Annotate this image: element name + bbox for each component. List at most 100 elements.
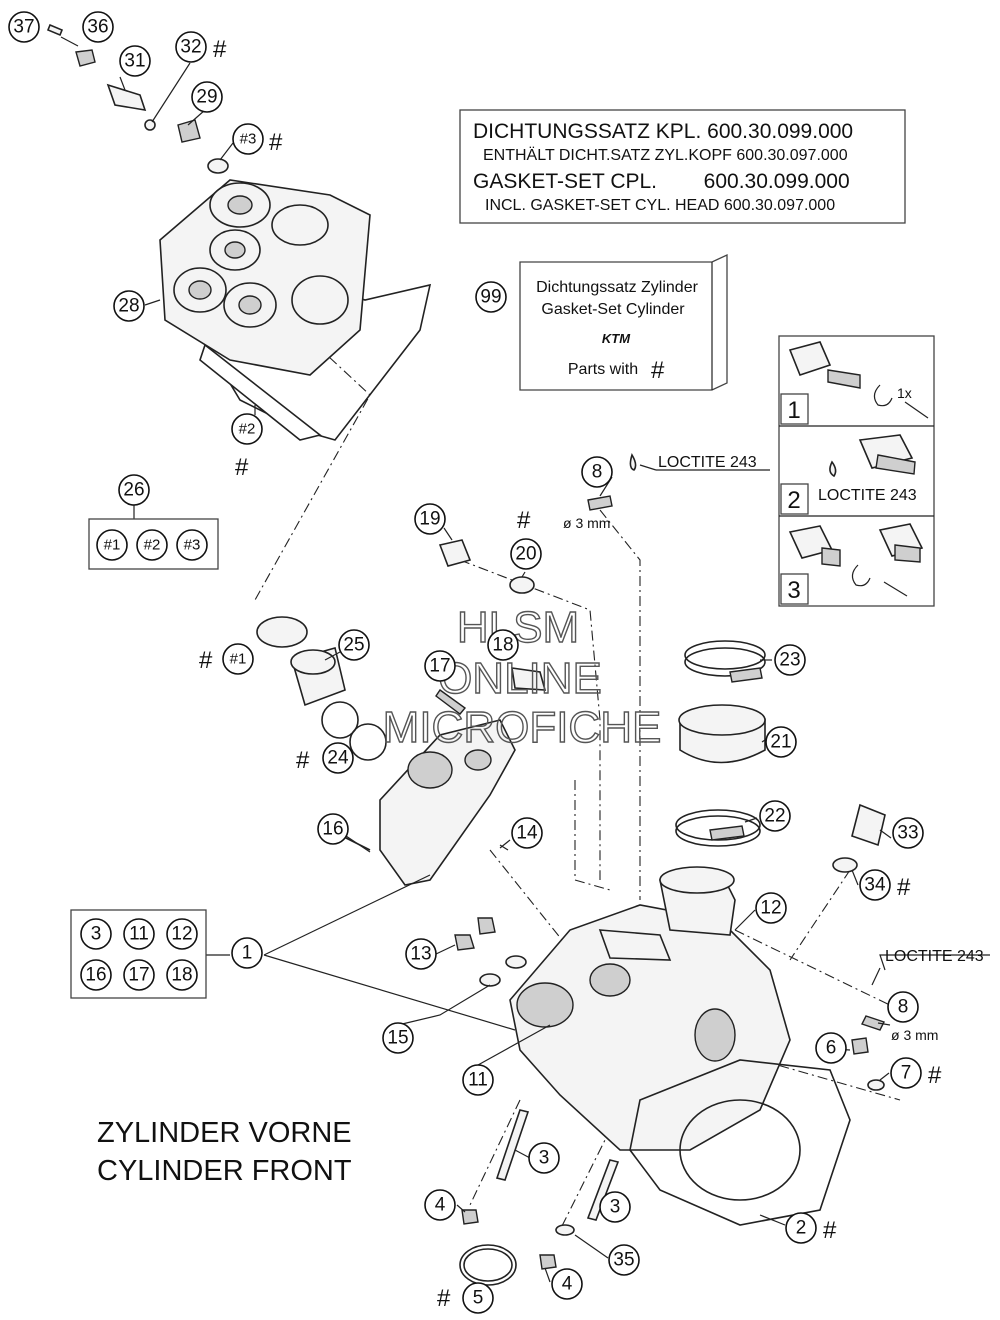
svg-text:19: 19 bbox=[419, 509, 440, 530]
svg-text:#3: #3 bbox=[240, 131, 257, 148]
valve-cover bbox=[159, 179, 432, 441]
callout-28: 28 bbox=[113, 290, 145, 322]
callout-12: 12 bbox=[755, 892, 787, 924]
seal-parts bbox=[256, 616, 387, 761]
callout-13: 13 bbox=[405, 938, 437, 970]
svg-text:8: 8 bbox=[898, 997, 909, 1018]
caption-line-2: CYLINDER FRONT bbox=[97, 1155, 352, 1187]
diameter-label-top: ø 3 mm bbox=[563, 515, 610, 531]
callout-34: 34 bbox=[859, 869, 891, 901]
callout-6: 6 bbox=[815, 1032, 847, 1064]
svg-text:4: 4 bbox=[562, 1274, 573, 1295]
kit-box-line1: Dichtungssatz Zylinder bbox=[536, 279, 699, 296]
svg-text:17: 17 bbox=[128, 965, 149, 986]
svg-text:33: 33 bbox=[897, 823, 918, 844]
step-2-text: LOCTITE 243 bbox=[818, 487, 917, 504]
callout-group-hash2: #2 bbox=[136, 529, 168, 561]
callout-31: 31 bbox=[119, 45, 151, 77]
hash-1: # bbox=[199, 647, 213, 674]
callout-2: 2 bbox=[785, 1212, 817, 1244]
ktm-logo: KTM bbox=[602, 331, 631, 346]
callout-17: 17 bbox=[424, 650, 456, 682]
gasket-box-line3: GASKET-SET CPL. 600.30.099.000 bbox=[473, 170, 850, 193]
kit-box-line2: Gasket-Set Cylinder bbox=[541, 301, 685, 318]
svg-text:5: 5 bbox=[473, 1288, 484, 1309]
callout-23: 23 bbox=[774, 644, 806, 676]
callout-15: 15 bbox=[382, 1022, 414, 1054]
hash-24: # bbox=[296, 747, 310, 774]
svg-text:31: 31 bbox=[124, 51, 145, 72]
step-2-label: 2 bbox=[787, 487, 800, 514]
svg-text:12: 12 bbox=[760, 898, 781, 919]
svg-text:29: 29 bbox=[196, 87, 217, 108]
svg-text:4: 4 bbox=[435, 1195, 446, 1216]
svg-text:3: 3 bbox=[91, 924, 102, 945]
callout-29: 29 bbox=[191, 81, 223, 113]
svg-text:1: 1 bbox=[242, 943, 253, 964]
svg-text:34: 34 bbox=[864, 875, 886, 896]
gasket-box-line1: DICHTUNGSSATZ KPL. 600.30.099.000 bbox=[473, 120, 853, 143]
callout-11: 11 bbox=[462, 1064, 494, 1096]
callout-group-hash3: #3 bbox=[176, 529, 208, 561]
callout-group-11: 11 bbox=[123, 918, 155, 950]
callout-group-18: 18 bbox=[166, 959, 198, 991]
callout-36: 36 bbox=[82, 11, 114, 43]
step-1-turn: 1x bbox=[897, 385, 912, 401]
svg-text:18: 18 bbox=[171, 965, 192, 986]
svg-text:7: 7 bbox=[901, 1063, 912, 1084]
callout-32: 32 bbox=[175, 31, 207, 63]
hash-2: # bbox=[235, 454, 249, 481]
callout-99: 99 bbox=[475, 281, 507, 313]
callout-14: 14 bbox=[511, 817, 543, 849]
svg-text:11: 11 bbox=[468, 1070, 488, 1091]
callout-19: 19 bbox=[414, 503, 446, 535]
hash-7: # bbox=[928, 1062, 942, 1089]
callout-22: 22 bbox=[759, 800, 791, 832]
svg-text:15: 15 bbox=[387, 1028, 408, 1049]
callout-20: 20 bbox=[510, 538, 542, 570]
hash-2b: # bbox=[823, 1217, 837, 1244]
hash-5: # bbox=[437, 1285, 451, 1312]
intake-parts bbox=[675, 640, 766, 847]
svg-text:16: 16 bbox=[85, 965, 106, 986]
svg-text:11: 11 bbox=[129, 924, 149, 945]
callout-group-3: 3 bbox=[80, 918, 112, 950]
gasket-box-line4: INCL. GASKET-SET CYL. HEAD 600.30.097.00… bbox=[485, 197, 835, 214]
callout-group-hash1: #1 bbox=[96, 529, 128, 561]
svg-text:28: 28 bbox=[118, 296, 139, 317]
callout-16: 16 bbox=[317, 813, 349, 845]
callout-5: 5 bbox=[462, 1282, 494, 1314]
loctite-step-panel: 1 2 3 1x LOCTITE 243 bbox=[778, 335, 935, 607]
svg-text:37: 37 bbox=[13, 17, 34, 38]
watermark-line-3: MICROFICHE bbox=[383, 703, 662, 752]
stud-parts bbox=[459, 1109, 620, 1286]
svg-text:6: 6 bbox=[826, 1038, 837, 1059]
callout-hash2-top: #2 bbox=[231, 413, 263, 445]
callout-24: 24 bbox=[322, 742, 354, 774]
callout-group-16: 16 bbox=[80, 959, 112, 991]
svg-text:#2: #2 bbox=[144, 537, 161, 554]
svg-text:21: 21 bbox=[770, 732, 791, 753]
gasket-box-line2: ENTHÄLT DICHT.SATZ ZYL.KOPF 600.30.097.0… bbox=[483, 146, 848, 164]
callout-3-left: 3 bbox=[528, 1142, 560, 1174]
small-parts-top bbox=[46, 23, 229, 174]
svg-text:20: 20 bbox=[515, 544, 536, 565]
callout-25: 25 bbox=[338, 629, 370, 661]
diameter-label-bottom: ø 3 mm bbox=[891, 1027, 938, 1043]
hash-20: # bbox=[517, 507, 531, 534]
svg-text:26: 26 bbox=[123, 480, 144, 501]
gasket-kit-box: Dichtungssatz Zylinder Gasket-Set Cylind… bbox=[519, 253, 728, 391]
callout-26: 26 bbox=[118, 474, 150, 506]
svg-text:12: 12 bbox=[171, 924, 192, 945]
callout-18: 18 bbox=[487, 629, 519, 661]
callout-group-17: 17 bbox=[123, 959, 155, 991]
svg-text:99: 99 bbox=[480, 287, 501, 308]
cylinder-head bbox=[509, 866, 851, 1226]
callout-8-bottom: 8 bbox=[887, 991, 919, 1023]
callout-33: 33 bbox=[892, 817, 924, 849]
callout-hash3-top: #3 bbox=[232, 123, 264, 155]
callout-hash1-seal: #1 bbox=[222, 643, 254, 675]
callout-group-12: 12 bbox=[166, 918, 198, 950]
svg-text:2: 2 bbox=[796, 1218, 807, 1239]
